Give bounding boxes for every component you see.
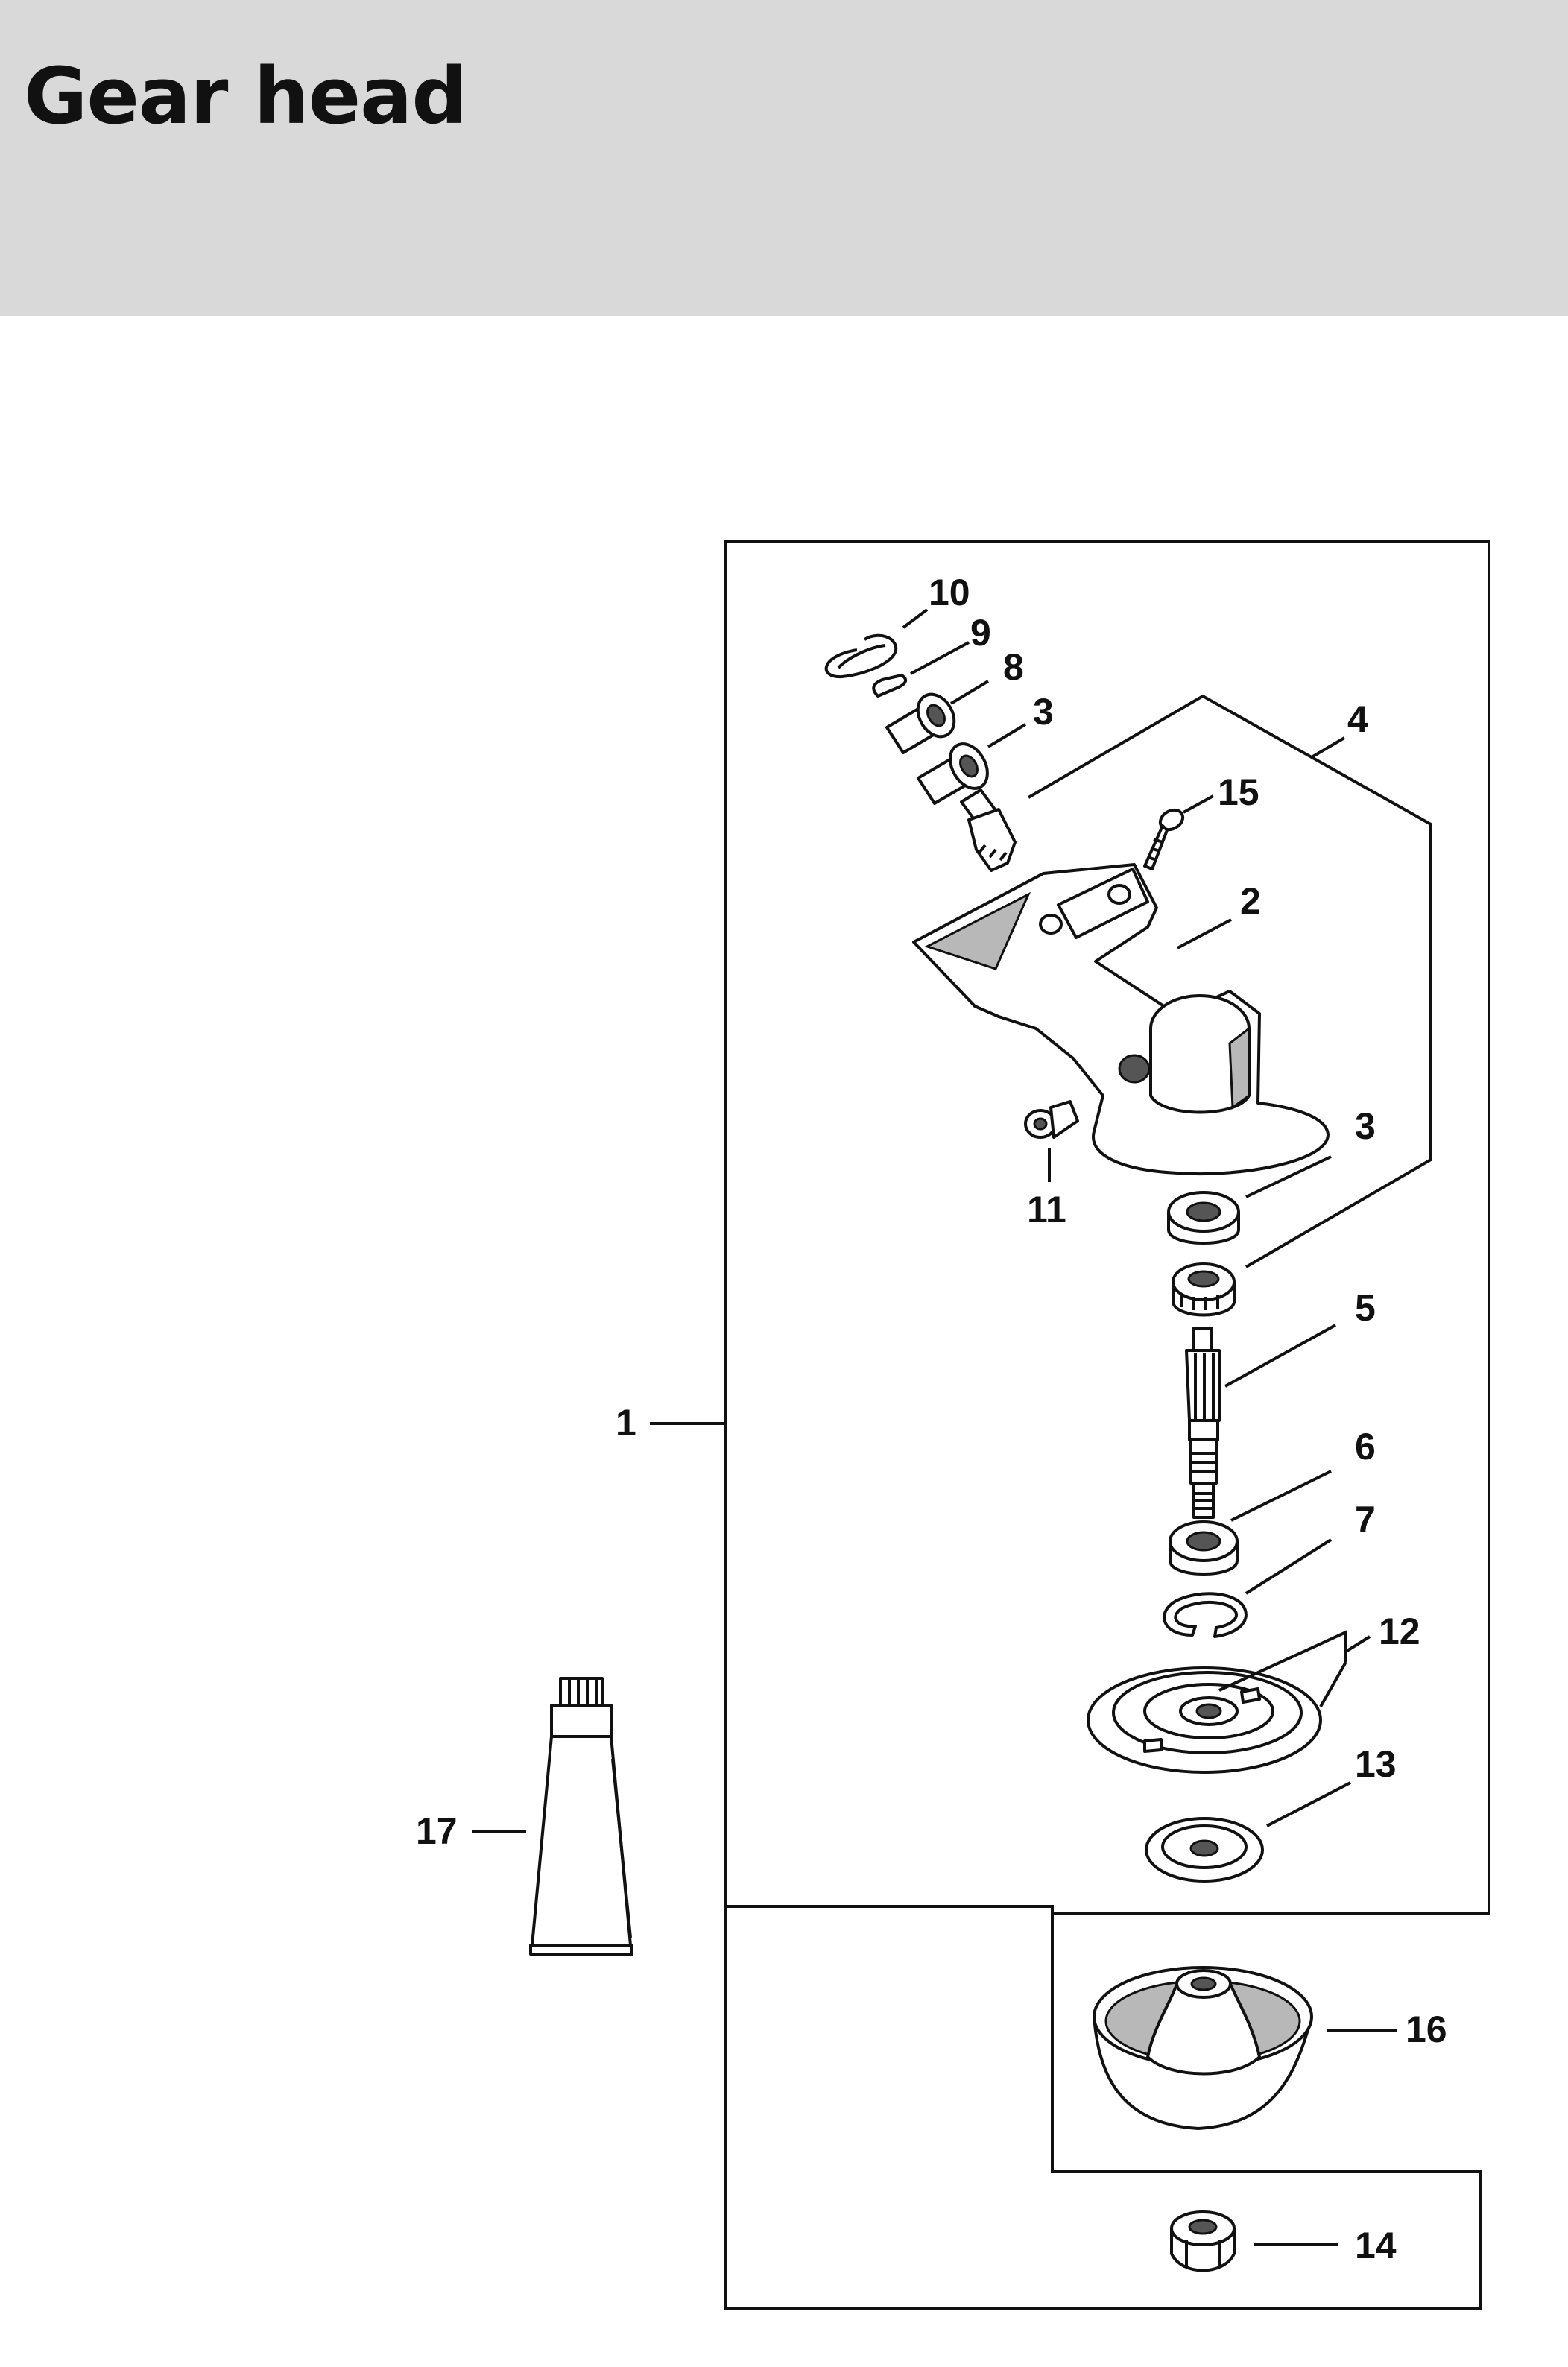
callout-1: 1: [616, 1402, 636, 1444]
bearing-part-8: [885, 692, 956, 754]
bracket-4: [1027, 694, 1432, 1268]
screw-plug-part-11: [1024, 1100, 1079, 1139]
bearing-part-6: [1169, 1520, 1239, 1576]
bevel-pinion: [960, 789, 1017, 872]
nut-part-14: [1170, 2210, 1236, 2272]
gear-housing-part-2: [912, 863, 1330, 1176]
callout-3-lower: 3: [1355, 1105, 1376, 1147]
bearing-part-3-upper: [917, 742, 989, 805]
callout-5: 5: [1355, 1287, 1376, 1329]
spline-shaft-part-5: [1185, 1327, 1221, 1519]
callout-8: 8: [1003, 646, 1024, 688]
callout-14: 14: [1355, 2225, 1397, 2266]
thrust-plate-part-12: [1087, 1666, 1322, 1774]
callout-11: 11: [1027, 1189, 1066, 1230]
grease-tube-part-17: [529, 1677, 633, 1956]
callout-15: 15: [1218, 771, 1259, 813]
callout-16: 16: [1406, 2009, 1447, 2050]
callout-13: 13: [1355, 1743, 1397, 1785]
screw-part-15: [1143, 808, 1185, 870]
callout-6: 6: [1355, 1426, 1376, 1467]
callout-2: 2: [1240, 880, 1261, 922]
page-title: Gear head: [24, 51, 467, 142]
callout-7: 7: [1355, 1499, 1376, 1540]
cap-part-16: [1093, 1966, 1313, 2130]
assembly-frame: [724, 540, 1490, 2310]
callout-3-upper: 3: [1033, 691, 1054, 733]
callout-12: 12: [1379, 1611, 1420, 1652]
callout-17: 17: [416, 1810, 458, 1852]
callout-4: 4: [1347, 698, 1368, 740]
circlip-part-7: [1163, 1592, 1248, 1638]
key-part-9: [872, 674, 908, 698]
bearing-part-3-lower: [1167, 1191, 1240, 1245]
bevel-gear: [1172, 1262, 1236, 1317]
callout-10: 10: [929, 572, 970, 613]
page-header: Gear head: [0, 0, 1568, 316]
circlip-part-10: [824, 633, 898, 679]
washer-part-13: [1145, 1817, 1264, 1883]
callout-9: 9: [970, 612, 991, 654]
